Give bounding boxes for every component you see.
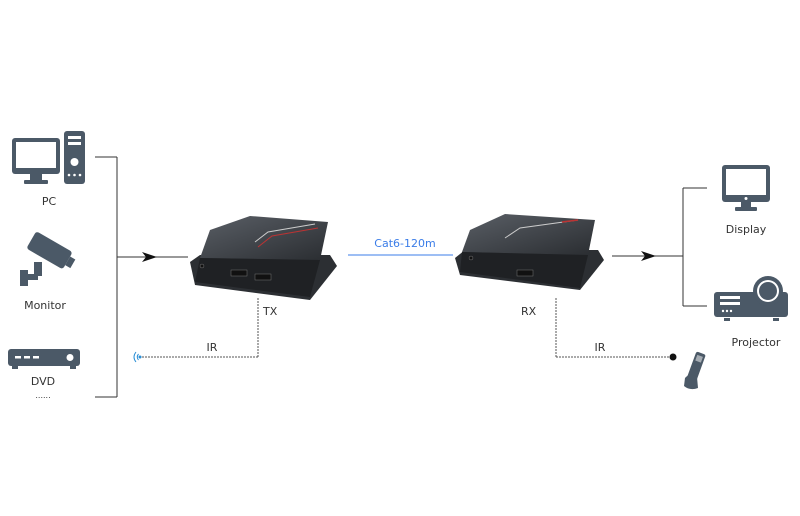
rx-ir-line bbox=[555, 298, 672, 358]
ir-receiver-dot bbox=[669, 353, 677, 361]
rx-device bbox=[455, 214, 604, 290]
pc-icon bbox=[12, 131, 85, 184]
source-bracket bbox=[95, 156, 188, 398]
source-label-monitor: Monitor bbox=[24, 299, 66, 312]
tx-ir-label: IR bbox=[207, 341, 218, 354]
tx-ir-line bbox=[142, 298, 259, 358]
cctv-camera-icon bbox=[20, 232, 76, 286]
tx-device bbox=[190, 216, 337, 300]
arrow-to-tx-icon bbox=[142, 252, 157, 262]
output-bracket bbox=[612, 187, 707, 307]
tx-label: TX bbox=[262, 305, 278, 318]
output-label-projector: Projector bbox=[732, 336, 781, 349]
ir-emitter-icon bbox=[133, 351, 142, 363]
cable-label: Cat6-120m bbox=[374, 237, 435, 250]
rx-label: RX bbox=[521, 305, 537, 318]
rx-ir-label: IR bbox=[595, 341, 606, 354]
source-label-dvd: DVD bbox=[31, 375, 55, 388]
remote-control-icon bbox=[684, 351, 706, 390]
display-icon bbox=[722, 165, 770, 211]
source-label-pc: PC bbox=[42, 195, 57, 208]
source-more-ellipsis: ...... bbox=[35, 391, 50, 400]
arrow-to-outputs-icon bbox=[641, 251, 656, 261]
output-label-display: Display bbox=[726, 223, 767, 236]
dvd-player-icon bbox=[8, 349, 80, 369]
projector-icon bbox=[714, 276, 788, 321]
